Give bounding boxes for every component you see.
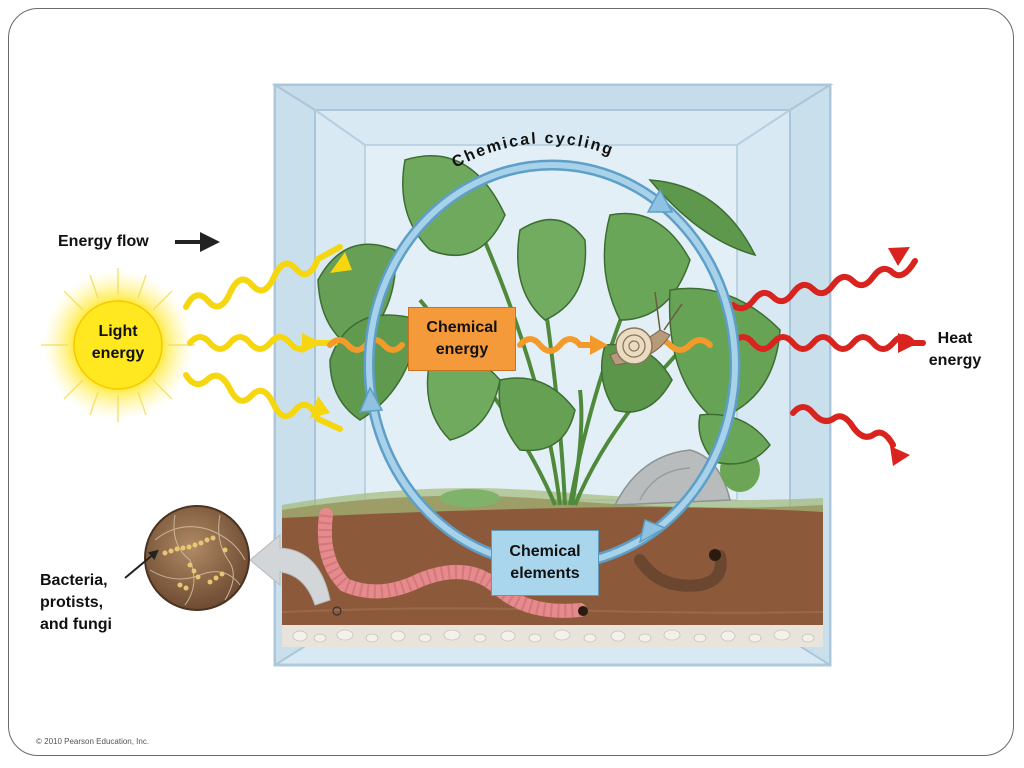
snail-icon <box>609 291 683 366</box>
earthworm-pink <box>317 508 588 618</box>
energy-flow-label: Energy flow <box>58 233 149 250</box>
cycle-arrowheads <box>358 188 674 544</box>
light-energy-label: Light energy <box>91 323 145 362</box>
heat-energy-arrowheads <box>888 247 918 466</box>
rocks <box>440 448 760 507</box>
decomposer-magnified-view <box>144 505 250 611</box>
heat-energy-arrows <box>730 258 926 448</box>
earthworm-brown <box>634 549 727 592</box>
light-energy-arrows <box>183 244 343 432</box>
heat-energy-label: Heat energy <box>928 330 982 369</box>
sun-icon <box>41 268 195 422</box>
chemical-energy-label: Chemical energy <box>426 319 498 358</box>
plant <box>317 155 781 506</box>
copyright-notice: © 2010 Pearson Education, Inc. <box>36 737 150 746</box>
decomposer-pointer <box>124 549 159 579</box>
chemical-elements-box: Chemical elements <box>491 530 599 596</box>
chemical-elements-label: Chemical elements <box>509 543 581 582</box>
soil-sample-marker <box>332 606 342 616</box>
decomposers-label: Bacteria, protists, and fungi <box>40 572 112 633</box>
chemical-energy-arrowhead <box>590 335 608 355</box>
chemical-energy-box: Chemical energy <box>408 307 516 371</box>
light-energy-arrowheads <box>302 252 352 418</box>
magnify-arrow <box>249 533 331 606</box>
